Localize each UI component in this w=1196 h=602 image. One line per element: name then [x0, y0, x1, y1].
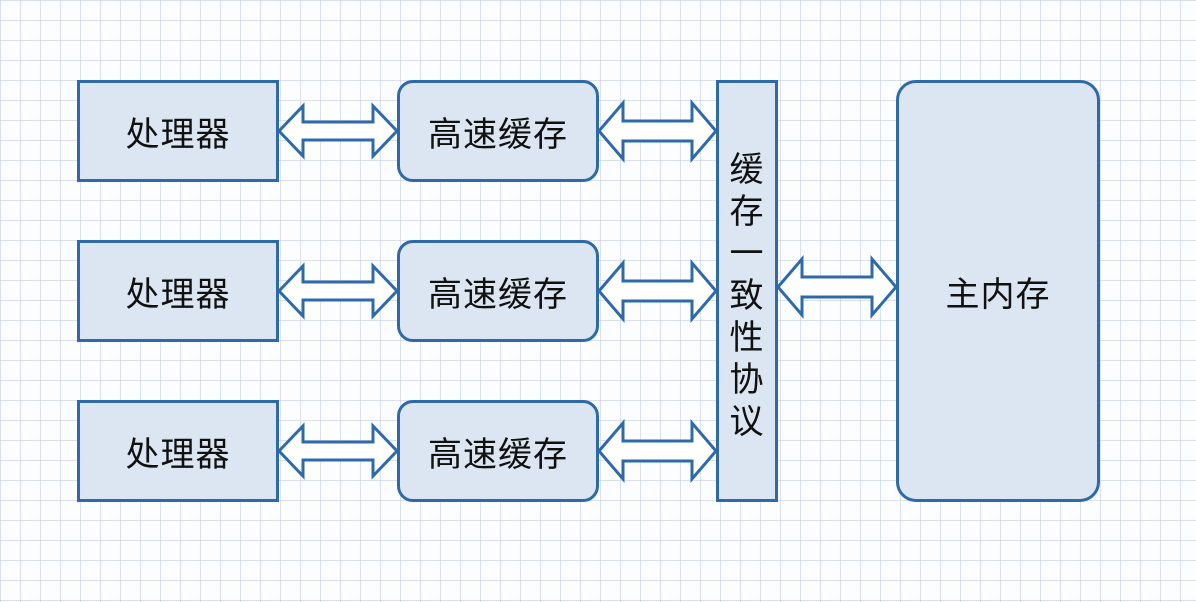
protocol-char-3: 一 [729, 234, 765, 274]
processor-label-3: 处理器 [125, 434, 231, 475]
coherence-protocol-box: 缓 存 一 致 性 协 议 [716, 80, 778, 502]
double-arrow-icon [597, 418, 718, 484]
cache-box-1: 高速缓存 [397, 80, 599, 182]
double-arrow-icon [276, 102, 400, 160]
cache-label-3: 高速缓存 [428, 434, 568, 475]
processor-box-1: 处理器 [77, 80, 279, 182]
double-arrow-icon [276, 422, 400, 480]
cache-label-2: 高速缓存 [428, 274, 568, 315]
cache-label-1: 高速缓存 [428, 114, 568, 155]
cache-box-2: 高速缓存 [397, 240, 599, 342]
processor-label-1: 处理器 [125, 114, 231, 155]
processor-box-3: 处理器 [77, 400, 279, 502]
protocol-char-1: 缓 [729, 150, 765, 190]
cache-box-3: 高速缓存 [397, 400, 599, 502]
main-memory-label: 主内存 [945, 274, 1051, 315]
protocol-char-2: 存 [729, 192, 765, 232]
processor-label-2: 处理器 [125, 274, 231, 315]
protocol-char-7: 议 [729, 402, 765, 442]
main-memory-box: 主内存 [896, 80, 1100, 502]
protocol-char-4: 致 [729, 276, 765, 316]
processor-box-2: 处理器 [77, 240, 279, 342]
protocol-char-6: 协 [729, 360, 765, 400]
double-arrow-icon [776, 254, 898, 320]
protocol-char-5: 性 [729, 318, 765, 358]
double-arrow-icon [597, 98, 718, 164]
double-arrow-icon [597, 258, 718, 324]
double-arrow-icon [276, 262, 400, 320]
